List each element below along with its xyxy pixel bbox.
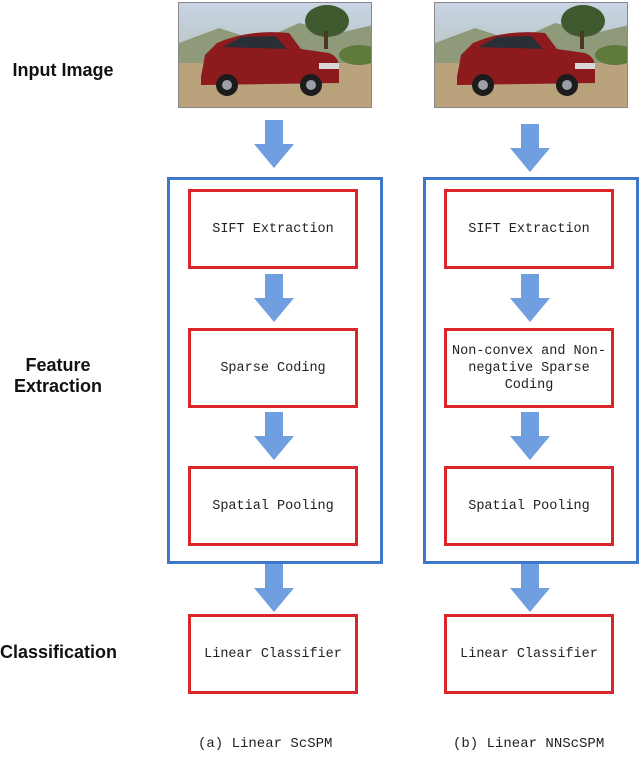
left-step-spatial-pooling: Spatial Pooling (188, 466, 358, 546)
caption-right: (b) Linear NNScSPM (453, 736, 604, 752)
caption-left: (a) Linear ScSPM (198, 736, 332, 752)
right-step-nonconvex-label: Non-convex and Non-negative Sparse Codin… (452, 343, 606, 393)
input-image-right (434, 2, 628, 108)
left-step-sparse-label: Sparse Coding (220, 360, 326, 376)
row-label-input-image-text: Input Image (12, 60, 114, 80)
left-step-pooling-label: Spatial Pooling (212, 498, 334, 514)
left-linear-classifier: Linear Classifier (188, 614, 358, 694)
down-arrow-icon (254, 412, 294, 460)
caption-left-text: (a) Linear ScSPM (198, 736, 333, 752)
caption-right-text: (b) Linear NNScSPM (453, 736, 605, 752)
car-photo-icon (179, 3, 371, 107)
feature-extraction-group-right (423, 177, 639, 564)
left-step-sift-label: SIFT Extraction (212, 221, 334, 237)
right-step-nonconvex-sparse-coding: Non-convex and Non-negative Sparse Codin… (444, 328, 614, 408)
input-image-left (178, 2, 372, 108)
row-label-feature-line1: Feature (25, 355, 91, 375)
right-step-sift-label: SIFT Extraction (468, 221, 590, 237)
row-label-feature-extraction: Feature Extraction (0, 355, 116, 397)
down-arrow-icon (254, 564, 294, 612)
left-step-sift-extraction: SIFT Extraction (188, 189, 358, 269)
row-label-classification-text: Classification (0, 642, 118, 662)
down-arrow-icon (254, 120, 294, 168)
down-arrow-icon (510, 124, 550, 172)
row-label-feature-line2: Extraction (13, 376, 103, 396)
right-step-sift-extraction: SIFT Extraction (444, 189, 614, 269)
down-arrow-icon (254, 274, 294, 322)
right-step-spatial-pooling: Spatial Pooling (444, 466, 614, 546)
car-photo-icon (435, 3, 627, 107)
right-step-pooling-label: Spatial Pooling (468, 498, 590, 514)
left-step-sparse-coding: Sparse Coding (188, 328, 358, 408)
down-arrow-icon (510, 564, 550, 612)
down-arrow-icon (510, 412, 550, 460)
down-arrow-icon (510, 274, 550, 322)
left-classifier-label: Linear Classifier (204, 646, 342, 662)
feature-extraction-group-left (167, 177, 383, 564)
right-classifier-label: Linear Classifier (460, 646, 598, 662)
right-linear-classifier: Linear Classifier (444, 614, 614, 694)
row-label-classification: Classification (0, 642, 118, 663)
row-label-input-image: Input Image (0, 60, 126, 81)
